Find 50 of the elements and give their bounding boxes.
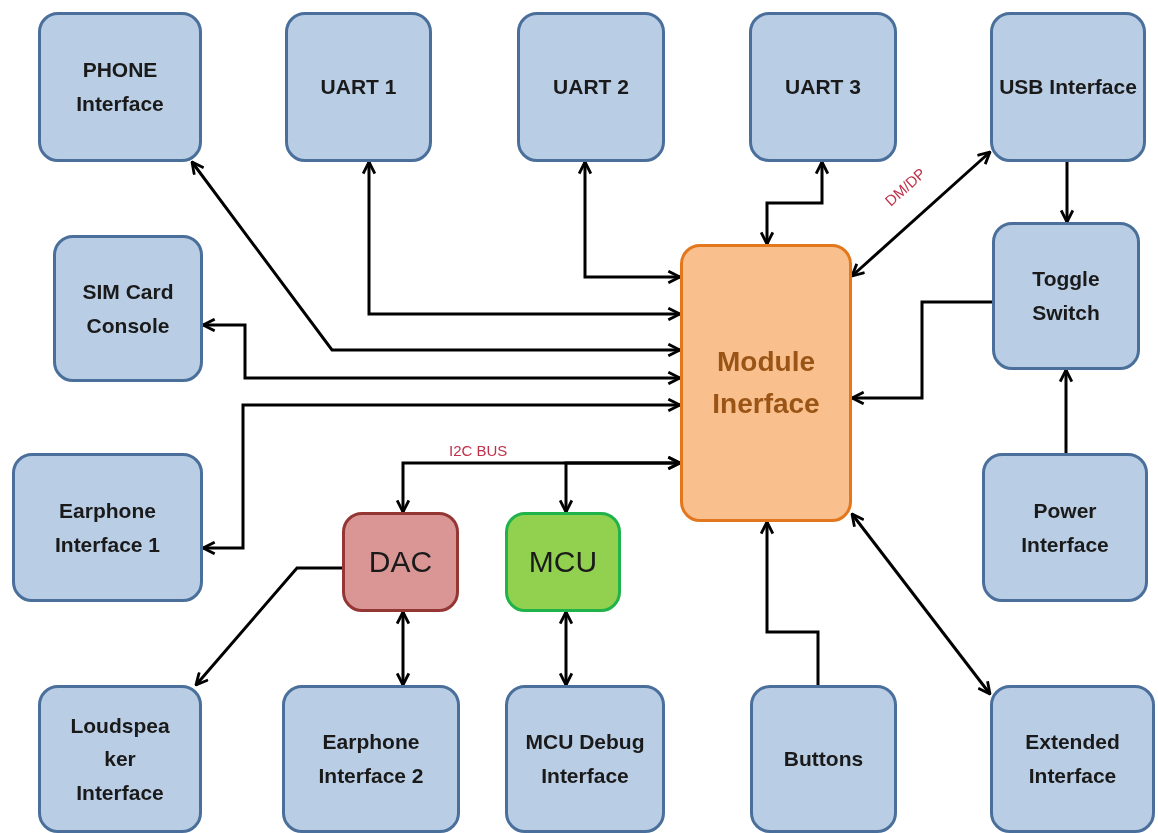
node-label: SIM Card Console bbox=[81, 278, 175, 339]
node-label: Buttons bbox=[783, 746, 864, 773]
node-label: Loudspea ker Interface bbox=[69, 712, 171, 806]
arrow bbox=[759, 160, 830, 246]
node-label: PHONE Interface bbox=[75, 57, 165, 117]
node-label: Extended Interface bbox=[1024, 729, 1121, 789]
node-label: UART 1 bbox=[320, 74, 397, 101]
interface-box bbox=[38, 12, 202, 162]
arrow bbox=[395, 610, 411, 687]
node-label: Earphone Interface 1 bbox=[53, 497, 162, 558]
arrow bbox=[850, 150, 992, 278]
node-label: Toggle Switch bbox=[1031, 266, 1101, 326]
arrow bbox=[558, 455, 682, 514]
arrow bbox=[759, 520, 820, 685]
interface-box bbox=[285, 12, 432, 162]
interface-box bbox=[12, 453, 203, 602]
arrow bbox=[850, 300, 992, 406]
interface-box bbox=[38, 685, 202, 833]
interface-box bbox=[750, 685, 897, 833]
arrow bbox=[558, 610, 574, 687]
arrow bbox=[850, 512, 992, 696]
node-label: UART 3 bbox=[785, 74, 861, 101]
interface-box bbox=[517, 12, 665, 162]
interface-box bbox=[992, 222, 1140, 370]
arrow bbox=[201, 317, 682, 386]
node-label: Earphone Interface 2 bbox=[317, 729, 425, 789]
node-label: DAC bbox=[368, 544, 433, 580]
dac-box bbox=[342, 512, 459, 612]
node-label: Module Inerface bbox=[711, 345, 821, 421]
node-label: Power Interface bbox=[1020, 497, 1110, 558]
mcu-box bbox=[505, 512, 621, 612]
node-label: MCU bbox=[528, 544, 598, 580]
interface-box bbox=[990, 12, 1146, 162]
interface-box bbox=[749, 12, 897, 162]
arrow bbox=[1059, 162, 1075, 224]
arrow bbox=[1058, 368, 1074, 453]
arrow bbox=[361, 160, 682, 322]
interface-box bbox=[990, 685, 1155, 833]
interface-box bbox=[982, 453, 1148, 602]
module-box bbox=[680, 244, 852, 522]
node-label: UART 2 bbox=[553, 74, 629, 101]
interface-box bbox=[505, 685, 665, 833]
interface-box bbox=[282, 685, 460, 833]
arrow bbox=[201, 397, 682, 556]
arrow bbox=[194, 566, 342, 687]
interface-box bbox=[53, 235, 203, 382]
arrow bbox=[190, 160, 682, 358]
node-label: MCU Debug Interface bbox=[524, 729, 646, 789]
node-label: USB Interface bbox=[999, 74, 1137, 101]
arrow bbox=[577, 160, 682, 285]
